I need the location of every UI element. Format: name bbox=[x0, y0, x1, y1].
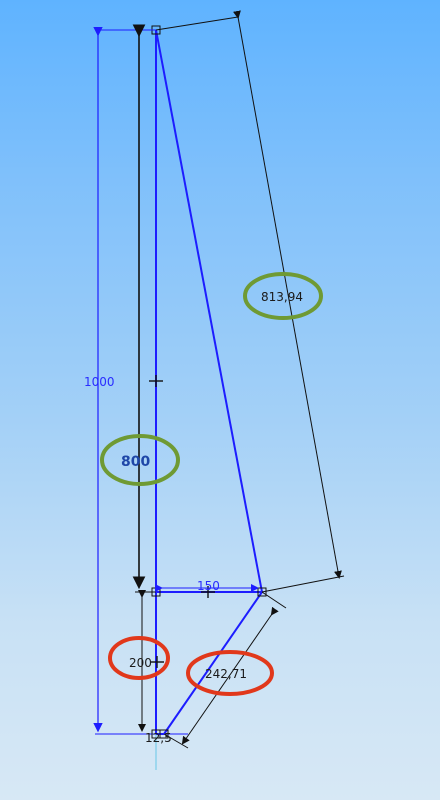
green-callout-813 bbox=[243, 272, 323, 320]
sloped-line[interactable] bbox=[155, 29, 263, 593]
plus-icon bbox=[150, 656, 164, 668]
dim-242-line[interactable] bbox=[181, 606, 279, 745]
red-callout-200 bbox=[108, 636, 170, 680]
small-square-icon[interactable] bbox=[257, 587, 267, 597]
dim-1000-label[interactable]: 1000 bbox=[84, 375, 115, 389]
dim-800-label[interactable]: 800 bbox=[121, 454, 150, 470]
dim-242-label[interactable]: 242,71 bbox=[205, 667, 247, 681]
dim-813-line[interactable] bbox=[232, 10, 342, 579]
dim-242-extension-bottom bbox=[163, 733, 189, 749]
sketch-geometry bbox=[95, 29, 263, 770]
vertex-markers bbox=[151, 25, 267, 739]
dim-813-bottom-extension bbox=[261, 575, 345, 593]
dim-150-label[interactable]: 150 bbox=[197, 579, 220, 593]
midpoint-markers bbox=[149, 375, 215, 668]
dim-813-top-extension bbox=[155, 16, 239, 31]
red-callout-242 bbox=[186, 650, 274, 696]
diagonal-line[interactable] bbox=[163, 591, 263, 735]
plus-icon bbox=[149, 375, 163, 387]
green-callout-800 bbox=[100, 434, 180, 486]
dim-200-label[interactable]: 200 bbox=[129, 656, 152, 670]
dim-small-bottom-label[interactable]: 12,5 bbox=[145, 731, 172, 745]
dimension-labels: 1000 800 813,94 150 200 242,71 12,5 bbox=[84, 290, 303, 745]
small-square-icon[interactable] bbox=[159, 729, 169, 739]
dim-242-extension-top bbox=[261, 591, 287, 609]
dim-813-label[interactable]: 813,94 bbox=[261, 290, 303, 304]
dimension-lines bbox=[93, 10, 345, 749]
callout-highlights bbox=[100, 272, 323, 696]
